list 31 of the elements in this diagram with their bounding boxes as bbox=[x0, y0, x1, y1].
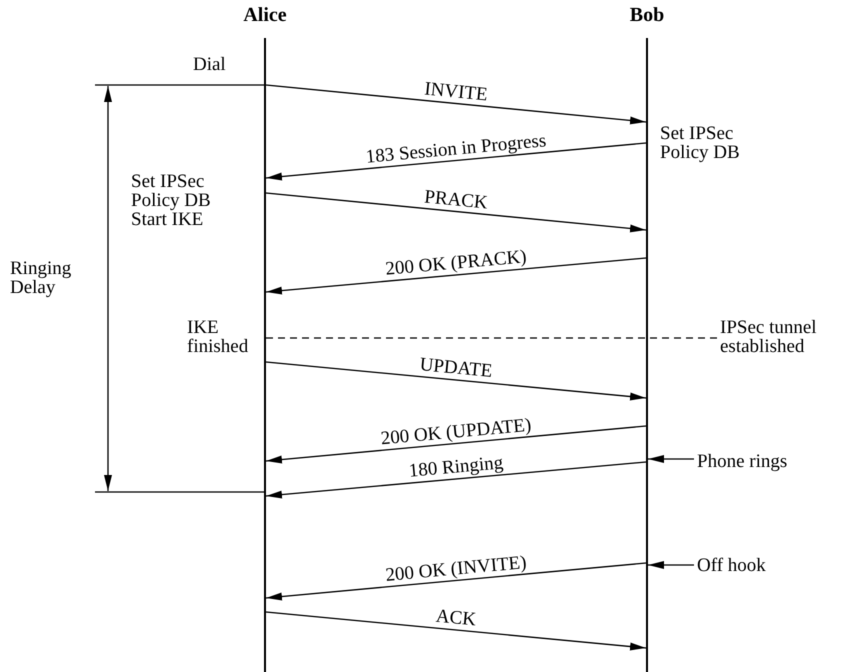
message-arrow bbox=[648, 561, 694, 569]
participant-name: Alice bbox=[242, 4, 288, 26]
message-arrow bbox=[266, 84, 646, 124]
message-label: PRACK bbox=[424, 186, 488, 212]
message-label: 200 OK (INVITE) bbox=[384, 552, 528, 584]
message-arrow bbox=[266, 257, 646, 295]
note-text: Set IPSec Policy DB Start IKE bbox=[131, 172, 212, 229]
message-label: 200 OK (UPDATE) bbox=[380, 415, 532, 448]
message-arrow bbox=[648, 455, 694, 463]
note-text: Off hook bbox=[697, 556, 787, 575]
message-label: INVITE bbox=[424, 78, 488, 104]
message-arrow bbox=[266, 192, 646, 232]
message-arrow bbox=[266, 611, 646, 650]
message-arrow bbox=[266, 461, 646, 499]
note-text: IPSec tunnel established bbox=[720, 318, 850, 356]
message-arrow bbox=[266, 425, 646, 464]
note-text: IKE finished bbox=[187, 318, 250, 356]
note-text: Set IPSec Policy DB bbox=[660, 124, 741, 162]
message-label: UPDATE bbox=[418, 355, 494, 381]
message-label: 183 Session in Progress bbox=[364, 130, 548, 166]
message-label: 180 Ringing bbox=[408, 453, 504, 481]
message-label: 200 OK (PRACK) bbox=[384, 247, 528, 279]
message-arrow bbox=[266, 562, 646, 601]
participant-name: Bob bbox=[628, 4, 666, 26]
message-arrow bbox=[266, 142, 646, 181]
note-text: Ringing Delay bbox=[10, 259, 72, 297]
dashed-line bbox=[266, 337, 717, 339]
note-text: Dial bbox=[193, 55, 227, 74]
message-label: ACK bbox=[435, 606, 477, 630]
note-text: Phone rings bbox=[697, 452, 807, 471]
message-arrow bbox=[266, 361, 646, 400]
